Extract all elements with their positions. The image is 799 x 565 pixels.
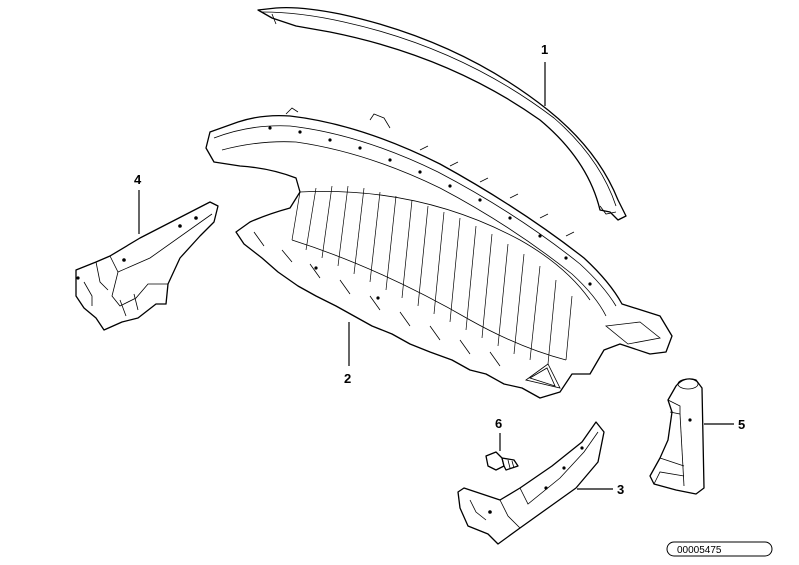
callout-3: 3 [617,482,624,497]
part-3-lower-bracket [457,421,605,545]
part-2-parcel-shelf [205,107,673,399]
reference-number: 00005475 [677,545,722,556]
callout-4: 4 [134,172,142,187]
part-6-bolt [485,451,519,471]
callout-2: 2 [344,371,351,386]
callout-1: 1 [541,42,548,57]
reference-number-box: 00005475 [666,541,773,557]
part-4-left-bracket [75,201,219,331]
callout-labels: 1 2 3 4 5 6 [134,42,745,497]
part-1-trim-rail [257,6,627,221]
callout-6: 6 [495,416,502,431]
part-5-right-bracket [649,378,705,495]
callout-5: 5 [738,417,745,432]
leader-lines [138,62,734,490]
